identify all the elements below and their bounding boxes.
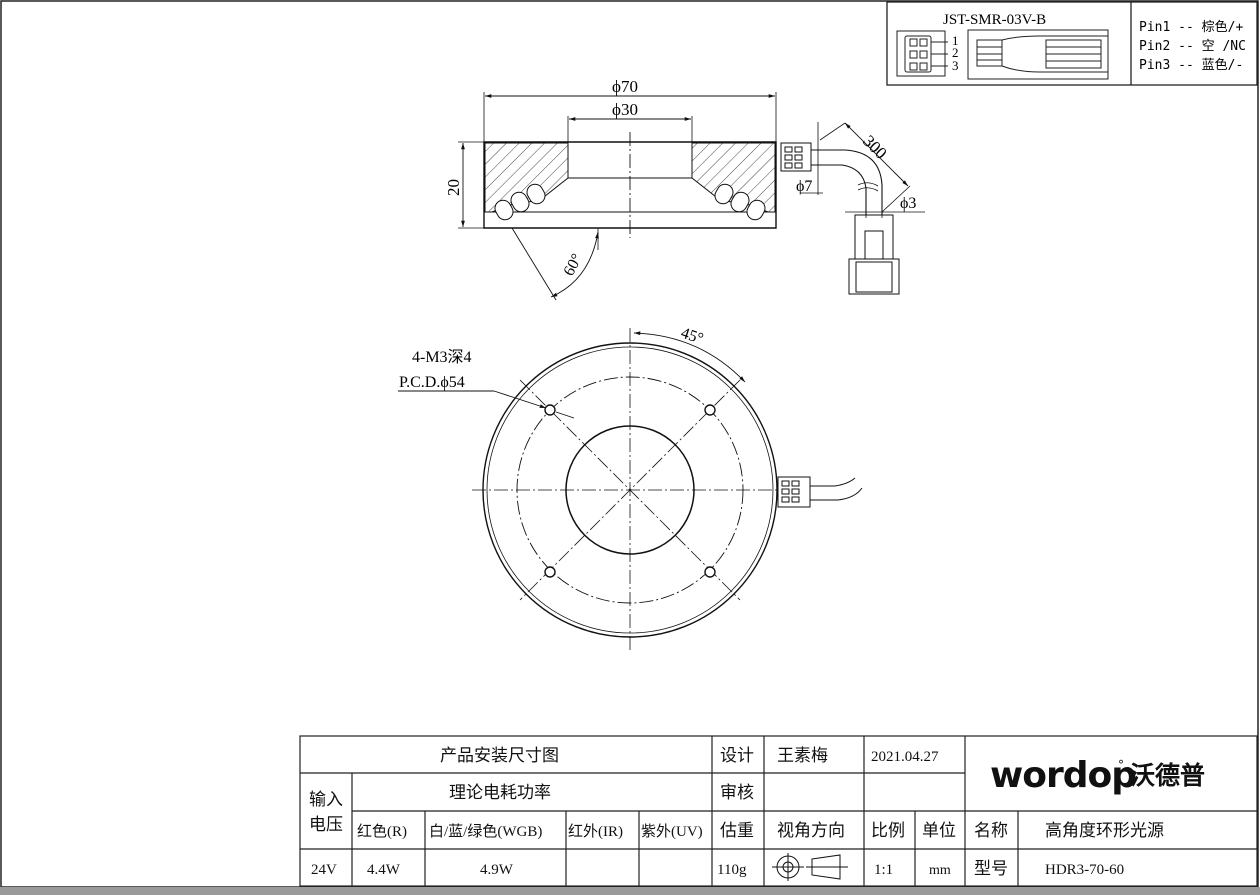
pin-2-label: Pin2 -- 空 /NC bbox=[1139, 39, 1246, 54]
dim-height: 20 bbox=[444, 179, 463, 196]
tb-voltage: 24V bbox=[311, 862, 337, 878]
pin-number-1: 1 bbox=[952, 33, 959, 48]
connector-model: JST-SMR-03V-B bbox=[943, 12, 1046, 28]
svg-text:°: ° bbox=[1118, 758, 1124, 772]
svg-text:wordop: wordop bbox=[990, 755, 1136, 796]
thread-spec: 4-M3深4 bbox=[412, 348, 472, 366]
tb-weight: 110g bbox=[717, 862, 747, 878]
title-block bbox=[299, 735, 1258, 887]
dim-outer-diameter: ϕ70 bbox=[612, 77, 638, 96]
tb-unit: mm bbox=[929, 863, 951, 878]
connector-icon bbox=[896, 29, 1109, 80]
dim-cable-diameter: ϕ7 bbox=[796, 178, 812, 195]
tb-ir-label: 红外(IR) bbox=[568, 823, 623, 840]
pin-3-label: Pin3 -- 蓝色/- bbox=[1139, 57, 1243, 73]
tb-scale: 1:1 bbox=[874, 862, 893, 878]
tb-weight-label: 估重 bbox=[720, 821, 754, 840]
pin-number-2: 2 bbox=[952, 45, 959, 60]
tb-review-label: 审核 bbox=[720, 783, 754, 802]
tb-view-dir-label: 视角方向 bbox=[777, 821, 845, 840]
dim-angle-45: 45° bbox=[679, 325, 706, 348]
tb-name-label: 名称 bbox=[974, 821, 1008, 840]
side-view: ϕ70 ϕ30 20 60° bbox=[444, 77, 925, 301]
tb-power-label: 理论电耗功率 bbox=[449, 783, 551, 802]
tb-design-label: 设计 bbox=[720, 746, 754, 765]
projection-symbol-icon bbox=[772, 853, 848, 881]
tb-designer: 王素梅 bbox=[777, 746, 828, 765]
svg-text:沃德普: 沃德普 bbox=[1130, 761, 1205, 790]
tb-product-name: 高角度环形光源 bbox=[1045, 821, 1164, 840]
tb-model-label: 型号 bbox=[974, 859, 1008, 878]
tb-wgb-label: 白/蓝/绿色(WGB) bbox=[429, 823, 542, 840]
dim-cable-length: 300 bbox=[859, 131, 890, 162]
pin-number-3: 3 bbox=[952, 58, 959, 73]
dim-inner-diameter: ϕ30 bbox=[612, 100, 638, 119]
tb-unit-label: 单位 bbox=[922, 821, 956, 840]
tb-voltage-label-1: 输入 bbox=[309, 790, 343, 809]
tb-scale-label: 比例 bbox=[871, 821, 905, 840]
tb-title: 产品安装尺寸图 bbox=[440, 746, 559, 765]
tb-red-label: 红色(R) bbox=[357, 823, 407, 840]
connector-block: JST-SMR-03V-B 1 2 3 bbox=[886, 1, 1258, 86]
tb-date: 2021.04.27 bbox=[871, 749, 939, 765]
tb-model: HDR3-70-60 bbox=[1045, 862, 1124, 878]
dim-wire-diameter: ϕ3 bbox=[900, 195, 916, 212]
tb-wgb-power: 4.9W bbox=[480, 862, 514, 878]
pcd-spec: P.C.D.ϕ54 bbox=[399, 374, 465, 391]
tb-voltage-label-2: 电压 bbox=[309, 815, 343, 834]
dim-angle-60: 60° bbox=[561, 251, 587, 279]
wordop-logo: wordop ° 沃德普 bbox=[990, 755, 1205, 796]
mounting-holes bbox=[544, 404, 716, 578]
tb-uv-label: 紫外(UV) bbox=[641, 823, 703, 840]
front-view: 45° 4-M3深4 P.C.D.ϕ54 bbox=[398, 325, 863, 650]
tb-red-power: 4.4W bbox=[367, 862, 401, 878]
pin-1-label: Pin1 -- 棕色/+ bbox=[1139, 19, 1243, 35]
